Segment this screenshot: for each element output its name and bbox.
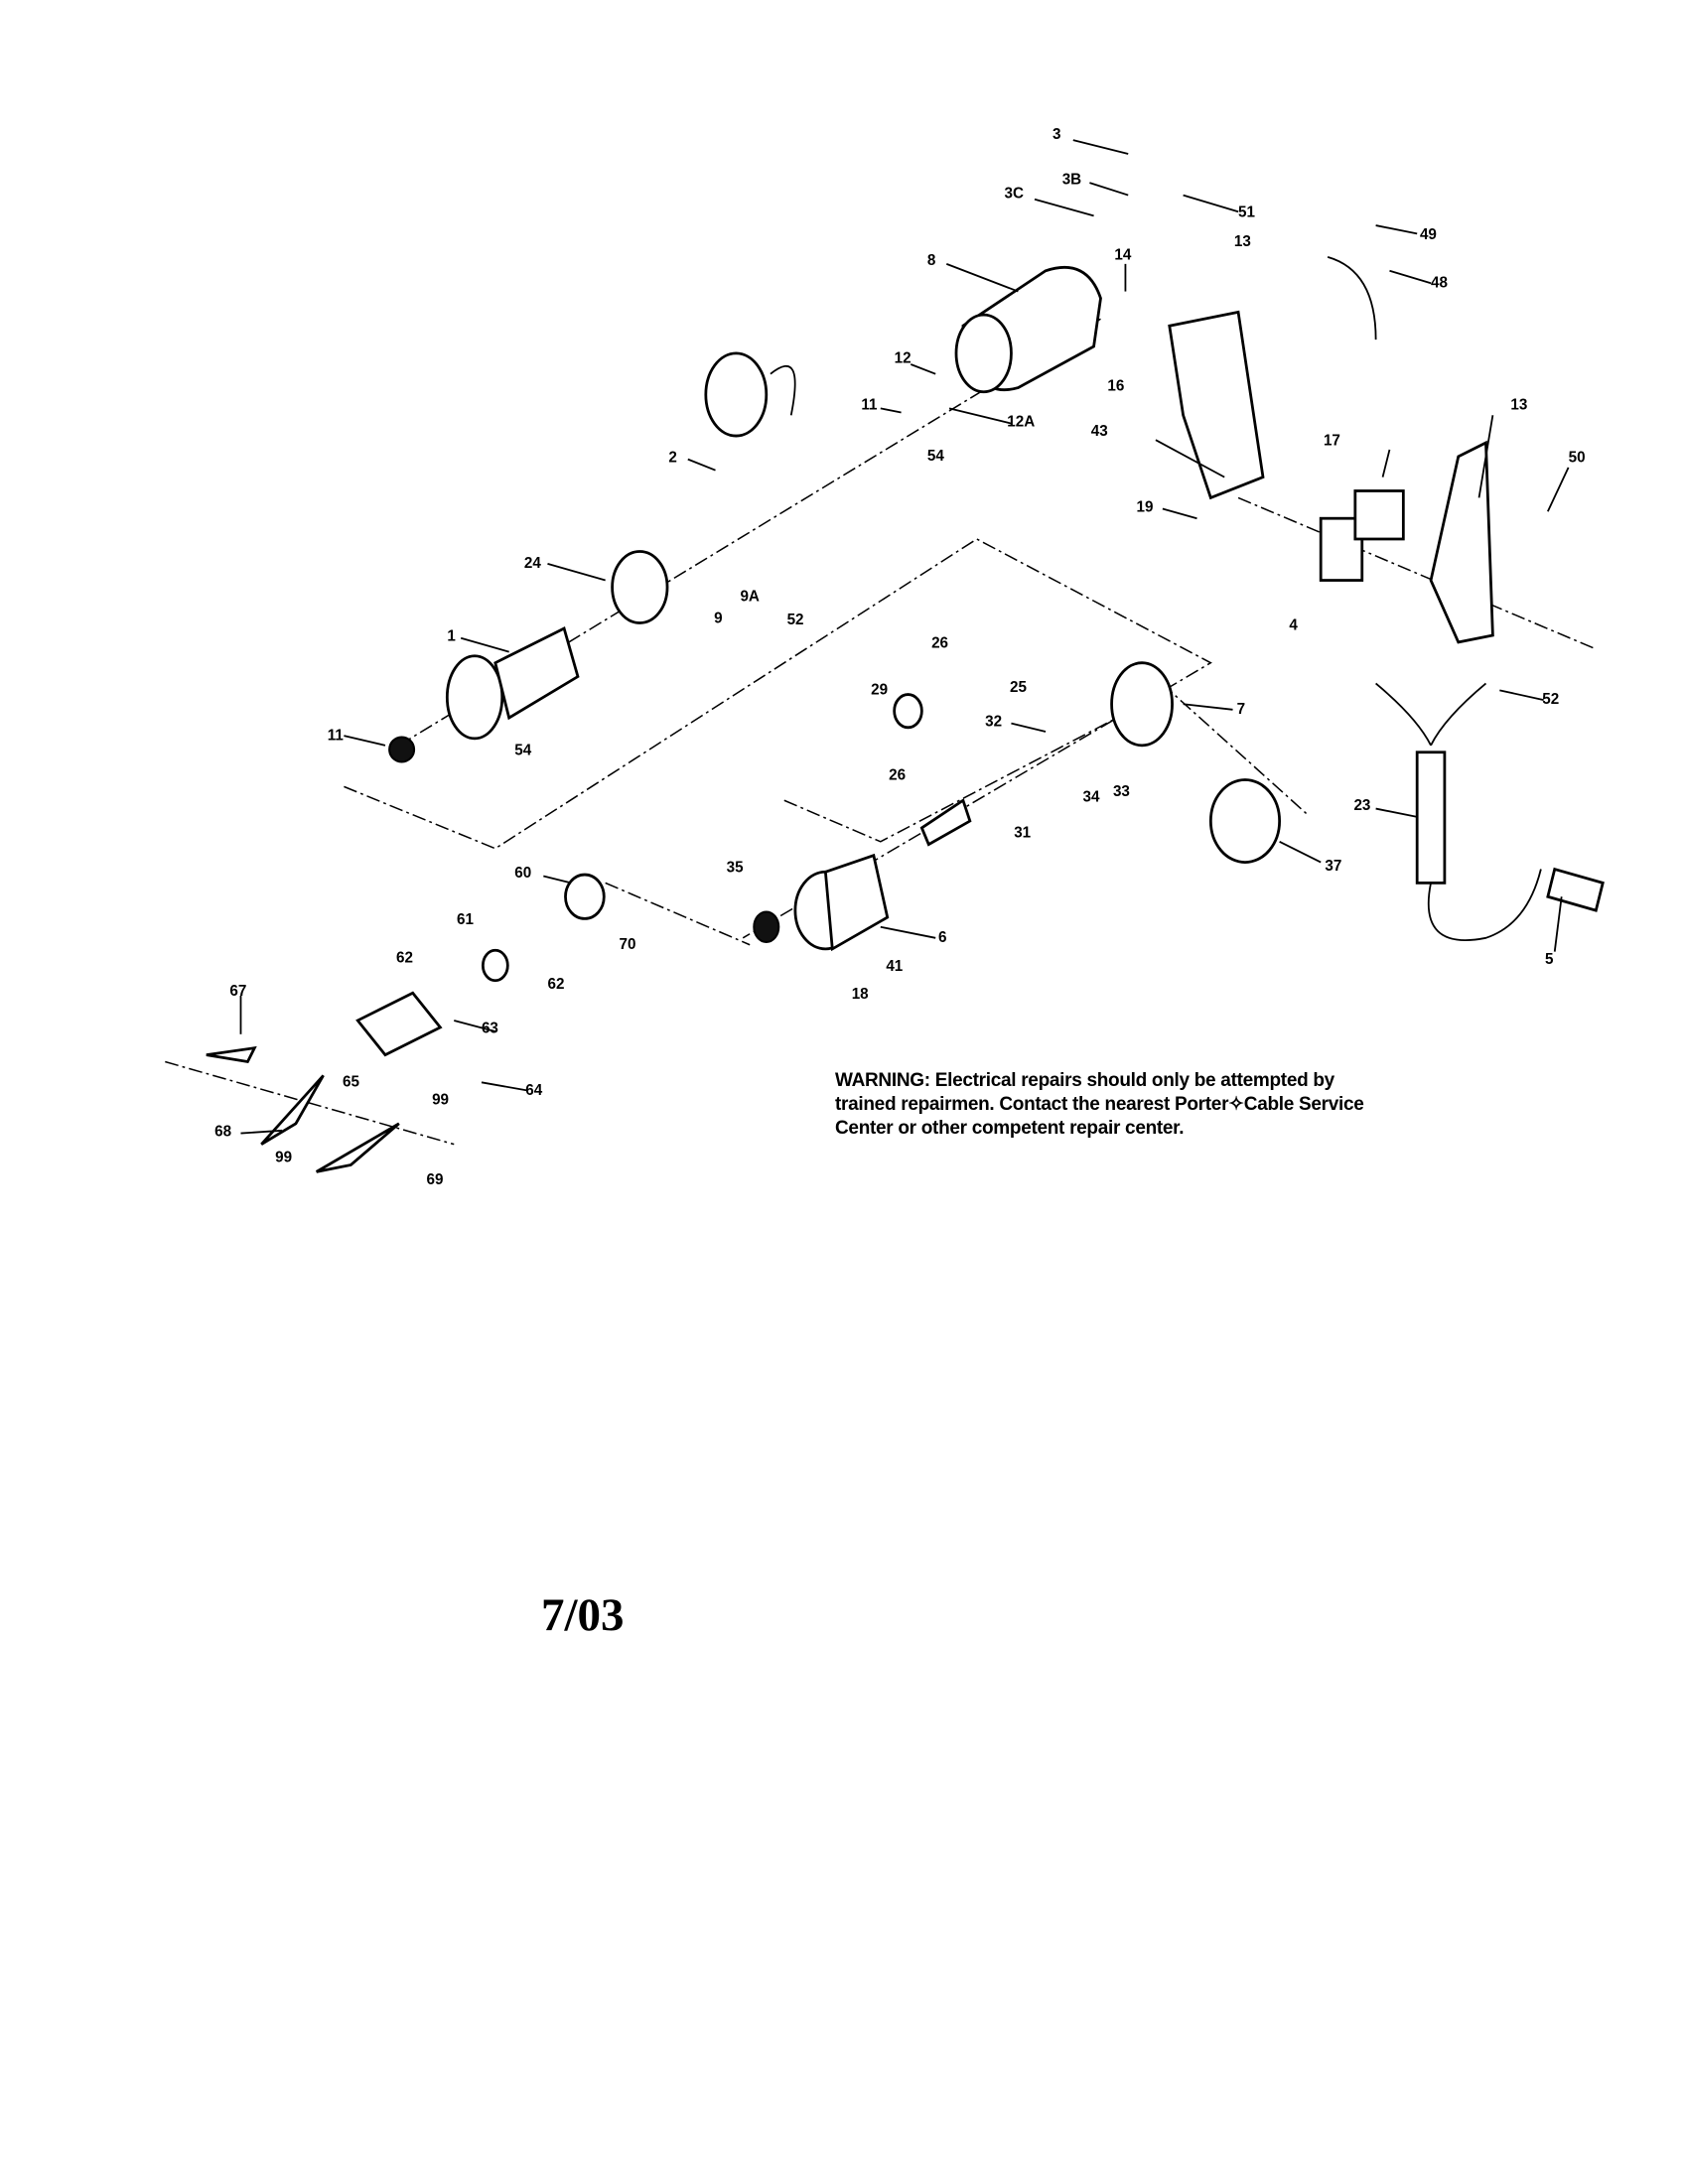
callout-label: 3B bbox=[1062, 171, 1081, 188]
callout-label: 68 bbox=[214, 1123, 231, 1140]
callout-label: 52 bbox=[787, 612, 804, 628]
callout-label: 5 bbox=[1545, 951, 1554, 968]
callout-label: 60 bbox=[514, 865, 531, 882]
callout-label: 17 bbox=[1324, 433, 1340, 450]
callout-label: 49 bbox=[1420, 226, 1437, 243]
callout-label: 99 bbox=[432, 1091, 449, 1108]
callout-label: 19 bbox=[1137, 498, 1154, 515]
callout-label: 26 bbox=[931, 634, 948, 651]
callout-label: 63 bbox=[482, 1020, 498, 1036]
callout-label: 3 bbox=[1052, 126, 1060, 143]
part-handle-13b bbox=[1429, 440, 1494, 644]
callout-label: 26 bbox=[889, 766, 906, 783]
callout-label: 7 bbox=[1237, 701, 1245, 718]
callout-label: 35 bbox=[727, 859, 744, 876]
callout-label: 25 bbox=[1010, 679, 1027, 696]
callout-label: 18 bbox=[852, 986, 869, 1003]
callout-label: 43 bbox=[1091, 423, 1108, 440]
part-gearcase-7 bbox=[1110, 661, 1174, 748]
warning-line: WARNING: Electrical repairs should only … bbox=[835, 1070, 1334, 1091]
part-blade-68 bbox=[260, 1074, 325, 1146]
warning-notice: WARNING: Electrical repairs should only … bbox=[835, 1069, 1550, 1141]
callout-label: 11 bbox=[861, 397, 878, 414]
part-switch-4 bbox=[1319, 489, 1405, 582]
part-bearing-62 bbox=[481, 948, 509, 983]
callout-label: 54 bbox=[514, 743, 531, 759]
part-armature-1 bbox=[445, 626, 580, 741]
revision-date: 7/03 bbox=[541, 1589, 625, 1641]
callout-label: 69 bbox=[427, 1171, 444, 1188]
callout-label: 13 bbox=[1234, 233, 1251, 250]
callout-label: 23 bbox=[1353, 797, 1370, 814]
callout-label: 29 bbox=[871, 682, 888, 699]
callout-label: 64 bbox=[525, 1082, 542, 1099]
callout-label: 34 bbox=[1082, 789, 1099, 806]
callout-label: 16 bbox=[1107, 377, 1124, 394]
callout-label: 37 bbox=[1325, 858, 1341, 875]
callout-label: 13 bbox=[1510, 397, 1527, 414]
warning-line: trained repairmen. Contact the nearest P… bbox=[835, 1094, 1364, 1115]
callout-label: 65 bbox=[343, 1073, 359, 1090]
callout-label: 12A bbox=[1007, 413, 1035, 430]
callout-label: 8 bbox=[927, 252, 935, 269]
callout-label: 1 bbox=[447, 628, 456, 645]
part-bearing-35 bbox=[753, 910, 780, 944]
callout-label: 9 bbox=[714, 611, 722, 627]
callout-label: 9A bbox=[740, 588, 759, 605]
callout-label: 54 bbox=[927, 448, 944, 465]
part-gearhead-6 bbox=[793, 853, 890, 952]
callout-label: 67 bbox=[229, 983, 246, 1000]
callout-label: 48 bbox=[1431, 274, 1448, 291]
callout-label: 3C bbox=[1005, 185, 1024, 202]
parts bbox=[206, 256, 1605, 1173]
callout-label: 52 bbox=[1542, 691, 1559, 708]
callout-label: 61 bbox=[457, 911, 474, 928]
part-head-63 bbox=[355, 991, 443, 1057]
callout-label: 11 bbox=[328, 727, 345, 744]
part-ring-60 bbox=[564, 873, 606, 920]
part-field-2 bbox=[704, 351, 796, 438]
callout-label: 62 bbox=[547, 976, 564, 993]
callout-label: 31 bbox=[1014, 825, 1031, 842]
callout-label: 70 bbox=[620, 936, 636, 953]
part-blade-67 bbox=[206, 1045, 257, 1064]
callout-label: 6 bbox=[938, 929, 946, 946]
part-cord-23 bbox=[1375, 682, 1605, 942]
part-wire-48 bbox=[1327, 256, 1377, 341]
part-blade-69 bbox=[315, 1122, 400, 1173]
callout-label: 33 bbox=[1113, 783, 1130, 800]
callout-label: 14 bbox=[1114, 247, 1131, 264]
part-bearing-11 bbox=[388, 736, 416, 763]
part-baffle-24 bbox=[611, 550, 669, 624]
part-handle-13 bbox=[1168, 310, 1265, 500]
part-gear-housing-8 bbox=[954, 265, 1102, 394]
callout-labels: 3 3B 3C 51 8 14 13 49 48 12 11 12A 16 43… bbox=[214, 126, 1585, 1188]
callout-label: 2 bbox=[668, 449, 676, 466]
leader-lines bbox=[239, 139, 1570, 1135]
callout-label: 4 bbox=[1289, 616, 1298, 633]
callout-label: 51 bbox=[1238, 205, 1255, 221]
warning-line: Center or other competent repair center. bbox=[835, 1118, 1185, 1139]
callout-label: 99 bbox=[275, 1150, 292, 1166]
part-spindle-31 bbox=[919, 798, 972, 847]
callout-label: 50 bbox=[1569, 449, 1586, 466]
callout-label: 32 bbox=[985, 713, 1002, 730]
part-gear-29 bbox=[893, 693, 923, 730]
callout-label: 41 bbox=[886, 958, 903, 975]
callout-label: 12 bbox=[895, 350, 912, 367]
part-cover-37 bbox=[1208, 778, 1282, 864]
callout-label: 24 bbox=[524, 555, 541, 572]
callout-label: 62 bbox=[396, 950, 413, 967]
